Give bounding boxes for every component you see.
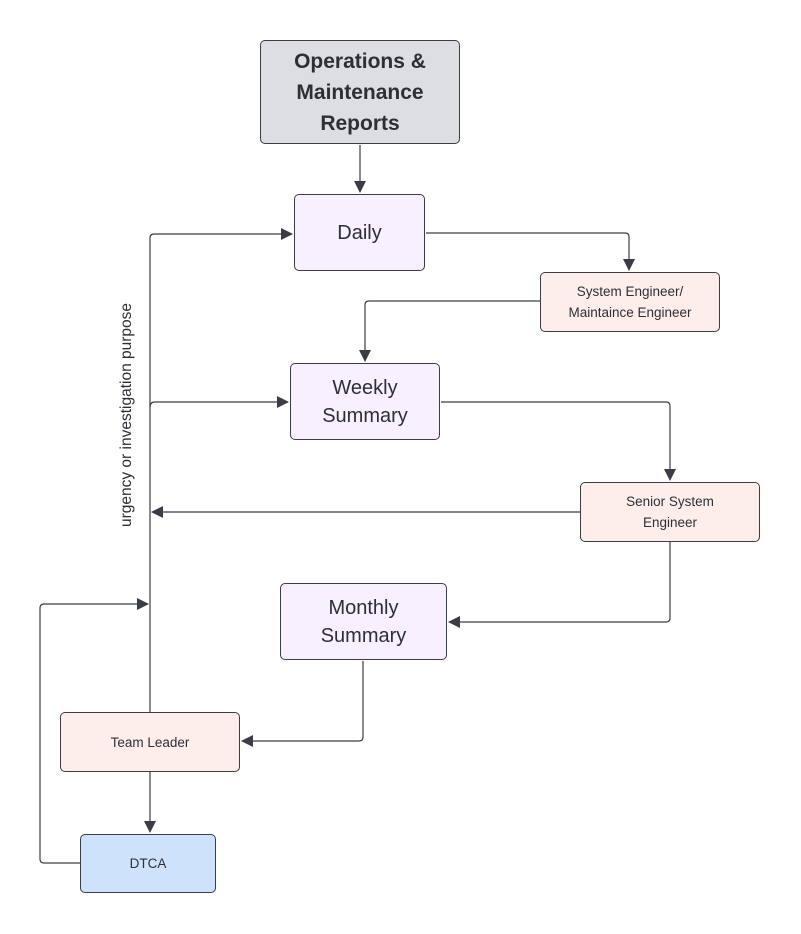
node-team-leader-label: Team Leader <box>110 734 190 750</box>
arrow-monthly-to-team-leader <box>241 661 364 747</box>
node-weekly-summary-label: Weekly Summary <box>322 376 408 427</box>
node-senior-system-engineer: Senior System Engineer <box>580 482 760 542</box>
node-team-leader: Team Leader <box>60 712 240 772</box>
urgency-line-to-daily <box>149 228 293 712</box>
arrow-daily-to-system-engineer <box>426 232 635 271</box>
node-system-engineer: System Engineer/ Maintaince Engineer <box>540 272 720 332</box>
node-monthly-summary-label: Monthly Summary <box>320 596 407 647</box>
node-operations-maintenance-reports-label: Operations & Maintenance Reports <box>294 49 426 135</box>
node-dtca: DTCA <box>80 834 216 893</box>
arrow-senior-engineer-to-monthly <box>448 542 671 628</box>
node-dtca-label: DTCA <box>129 856 167 871</box>
node-system-engineer-label: System Engineer/ Maintaince Engineer <box>568 284 692 320</box>
node-senior-system-engineer-label: Senior System Engineer <box>626 494 714 530</box>
arrow-dtca-to-urgency-line <box>39 598 149 864</box>
node-operations-maintenance-reports: Operations & Maintenance Reports <box>260 40 460 144</box>
arrow-system-engineer-to-weekly <box>359 300 540 362</box>
node-daily: Daily <box>294 194 425 271</box>
node-daily-label: Daily <box>337 221 382 244</box>
node-monthly-summary: Monthly Summary <box>280 583 447 660</box>
arrow-weekly-to-senior-engineer <box>441 401 676 481</box>
node-weekly-summary: Weekly Summary <box>290 363 440 440</box>
urgency-line-label: urgency or investigation purpose <box>118 302 135 528</box>
urgency-line-to-weekly <box>149 396 289 408</box>
